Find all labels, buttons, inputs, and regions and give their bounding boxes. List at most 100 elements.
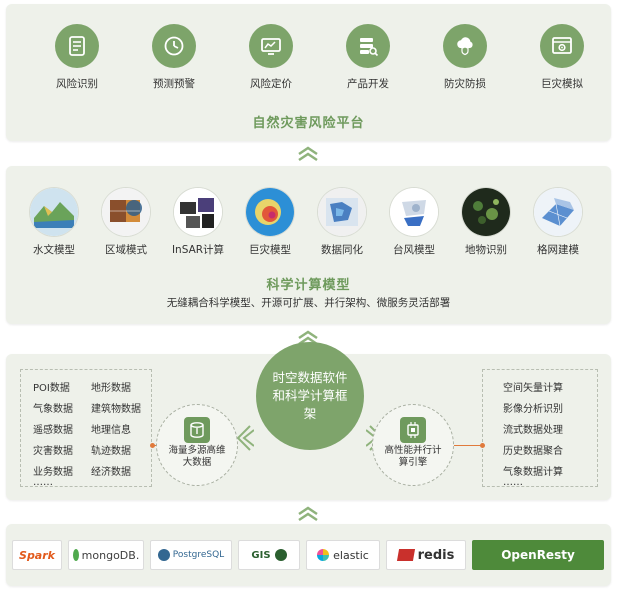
core-framework-circle[interactable]: 时空数据软件和科学计算框架 (256, 342, 364, 450)
database-search-icon (346, 24, 390, 68)
gis-logo-icon: GIS (238, 540, 300, 570)
app-risk-identification[interactable]: 风险识别 (42, 24, 112, 91)
cloud-shield-icon (443, 24, 487, 68)
storm-map-icon (246, 188, 294, 236)
model-label: 巨灾模型 (249, 244, 291, 256)
grid-mesh-icon (534, 188, 582, 236)
data-sources-box: POI数据 地形数据 气象数据 建筑物数据 遥感数据 地理信息 灾害数据 轨迹数… (20, 369, 152, 488)
model-label: 区域模式 (105, 244, 147, 256)
compute-task-item: 空间矢量计算 (503, 383, 563, 394)
typhoon-icon (390, 188, 438, 236)
connector-dot (480, 443, 485, 448)
connector-line (153, 445, 158, 446)
satellite-icon (174, 188, 222, 236)
model-catastrophe[interactable]: 巨灾模型 (236, 188, 304, 257)
redis-mark (396, 549, 415, 561)
data-map-icon (318, 188, 366, 236)
science-title: 科学计算模型 (266, 278, 351, 293)
app-label: 巨灾模拟 (541, 78, 583, 90)
more-ellipsis: …… (33, 477, 53, 488)
tech-stack-panel: Spark mongoDB. PostgreSQL GIS elastic re… (6, 524, 611, 586)
model-regional[interactable]: 区域模式 (92, 188, 160, 257)
elastic-logo-icon: elastic (306, 540, 380, 570)
leaf-mark (72, 549, 79, 561)
logo-label: Spark (19, 548, 55, 562)
model-land-recognition[interactable]: 地物识别 (452, 188, 520, 257)
mongodb-leaf-icon: mongoDB. (68, 540, 144, 570)
science-models-panel: 水文模型 区域模式 InSAR计算 巨灾模型 数据同化 台风模型 地物识别 (6, 166, 611, 324)
terrain-map-icon (30, 188, 78, 236)
openresty-logo-icon: OpenResty (472, 540, 604, 570)
land-cover-icon (462, 188, 510, 236)
big-data-hub[interactable]: 海量多源高维大数据 (156, 404, 238, 486)
data-source-item: 经济数据 (91, 467, 131, 478)
model-label: 台风模型 (393, 244, 435, 256)
logo-label: elastic (333, 548, 369, 562)
app-label: 风险识别 (56, 78, 98, 90)
app-forecast-warning[interactable]: 预测预警 (139, 24, 209, 91)
app-risk-pricing[interactable]: 风险定价 (236, 24, 306, 91)
data-source-item: 地形数据 (91, 383, 131, 394)
model-label: InSAR计算 (171, 244, 225, 256)
logo-label: PostgreSQL (172, 550, 225, 560)
data-source-item: 建筑物数据 (91, 404, 141, 415)
hub-label: 海量多源高维大数据 (168, 445, 226, 468)
window-gear-icon (540, 24, 584, 68)
globe-mark (274, 549, 287, 561)
connector-dot (150, 443, 155, 448)
logo-label: GIS (251, 549, 271, 561)
model-data-assimilation[interactable]: 数据同化 (308, 188, 376, 257)
data-source-item: 灾害数据 (33, 446, 73, 457)
data-source-item: 遥感数据 (33, 425, 73, 436)
data-source-item: 地理信息 (91, 425, 131, 436)
database-icon (184, 417, 210, 443)
app-label: 风险定价 (250, 78, 292, 90)
data-source-item: POI数据 (33, 383, 70, 394)
compute-task-item: 历史数据聚合 (503, 446, 563, 457)
model-label: 格网建模 (537, 244, 579, 256)
compute-tasks-box: 空间矢量计算 影像分析识别 流式数据处理 历史数据聚合 气象数据计算 …… (482, 369, 598, 488)
elastic-mark (317, 549, 330, 561)
compute-task-item: 影像分析识别 (503, 404, 563, 415)
logo-label: redis (417, 547, 455, 563)
document-list-icon (55, 24, 99, 68)
model-hydrology[interactable]: 水文模型 (20, 188, 88, 257)
redis-cube-icon: redis (386, 540, 466, 570)
model-label: 数据同化 (321, 244, 363, 256)
app-label: 产品开发 (347, 78, 389, 90)
model-label: 地物识别 (465, 244, 507, 256)
app-label: 防灾防损 (444, 78, 486, 90)
spark-logo-icon: Spark (12, 540, 62, 570)
chevron-up-icon (296, 146, 320, 162)
model-grid-modeling[interactable]: 格网建模 (524, 188, 592, 257)
science-subtitle: 无缝耦合科学模型、开源可扩展、并行架构、微服务灵活部署 (166, 297, 451, 309)
app-label: 预测预警 (153, 78, 195, 90)
app-product-development[interactable]: 产品开发 (333, 24, 403, 91)
data-source-item: 气象数据 (33, 404, 73, 415)
data-source-item: 业务数据 (33, 467, 73, 478)
chevron-up-icon (296, 506, 320, 522)
elephant-mark (157, 549, 170, 561)
postgresql-elephant-icon: PostgreSQL (150, 540, 232, 570)
logo-label: mongoDB. (81, 548, 140, 562)
model-typhoon[interactable]: 台风模型 (380, 188, 448, 257)
core-framework-label: 时空数据软件和科学计算框架 (272, 370, 348, 421)
platform-title: 自然灾害风险平台 (252, 116, 365, 131)
chip-icon (400, 417, 426, 443)
globe-grid-icon (102, 188, 150, 236)
model-insar[interactable]: InSAR计算 (164, 188, 232, 257)
app-disaster-prevention[interactable]: 防灾防损 (430, 24, 500, 91)
compute-task-item: 气象数据计算 (503, 467, 563, 478)
clock-icon (152, 24, 196, 68)
data-source-item: 轨迹数据 (91, 446, 131, 457)
hub-label: 高性能并行计算引擎 (384, 445, 442, 468)
compute-engine-hub[interactable]: 高性能并行计算引擎 (372, 404, 454, 486)
connector-line (454, 445, 482, 446)
compute-task-item: 流式数据处理 (503, 425, 563, 436)
monitor-chart-icon (249, 24, 293, 68)
logo-label: OpenResty (501, 548, 575, 562)
model-label: 水文模型 (33, 244, 75, 256)
framework-panel: POI数据 地形数据 气象数据 建筑物数据 遥感数据 地理信息 灾害数据 轨迹数… (6, 342, 611, 500)
platform-panel: 风险识别 预测预警 风险定价 产品开发 防灾防损 巨灾模拟 自然灾害风险平台 (6, 4, 611, 141)
app-catastrophe-simulation[interactable]: 巨灾模拟 (527, 24, 597, 91)
